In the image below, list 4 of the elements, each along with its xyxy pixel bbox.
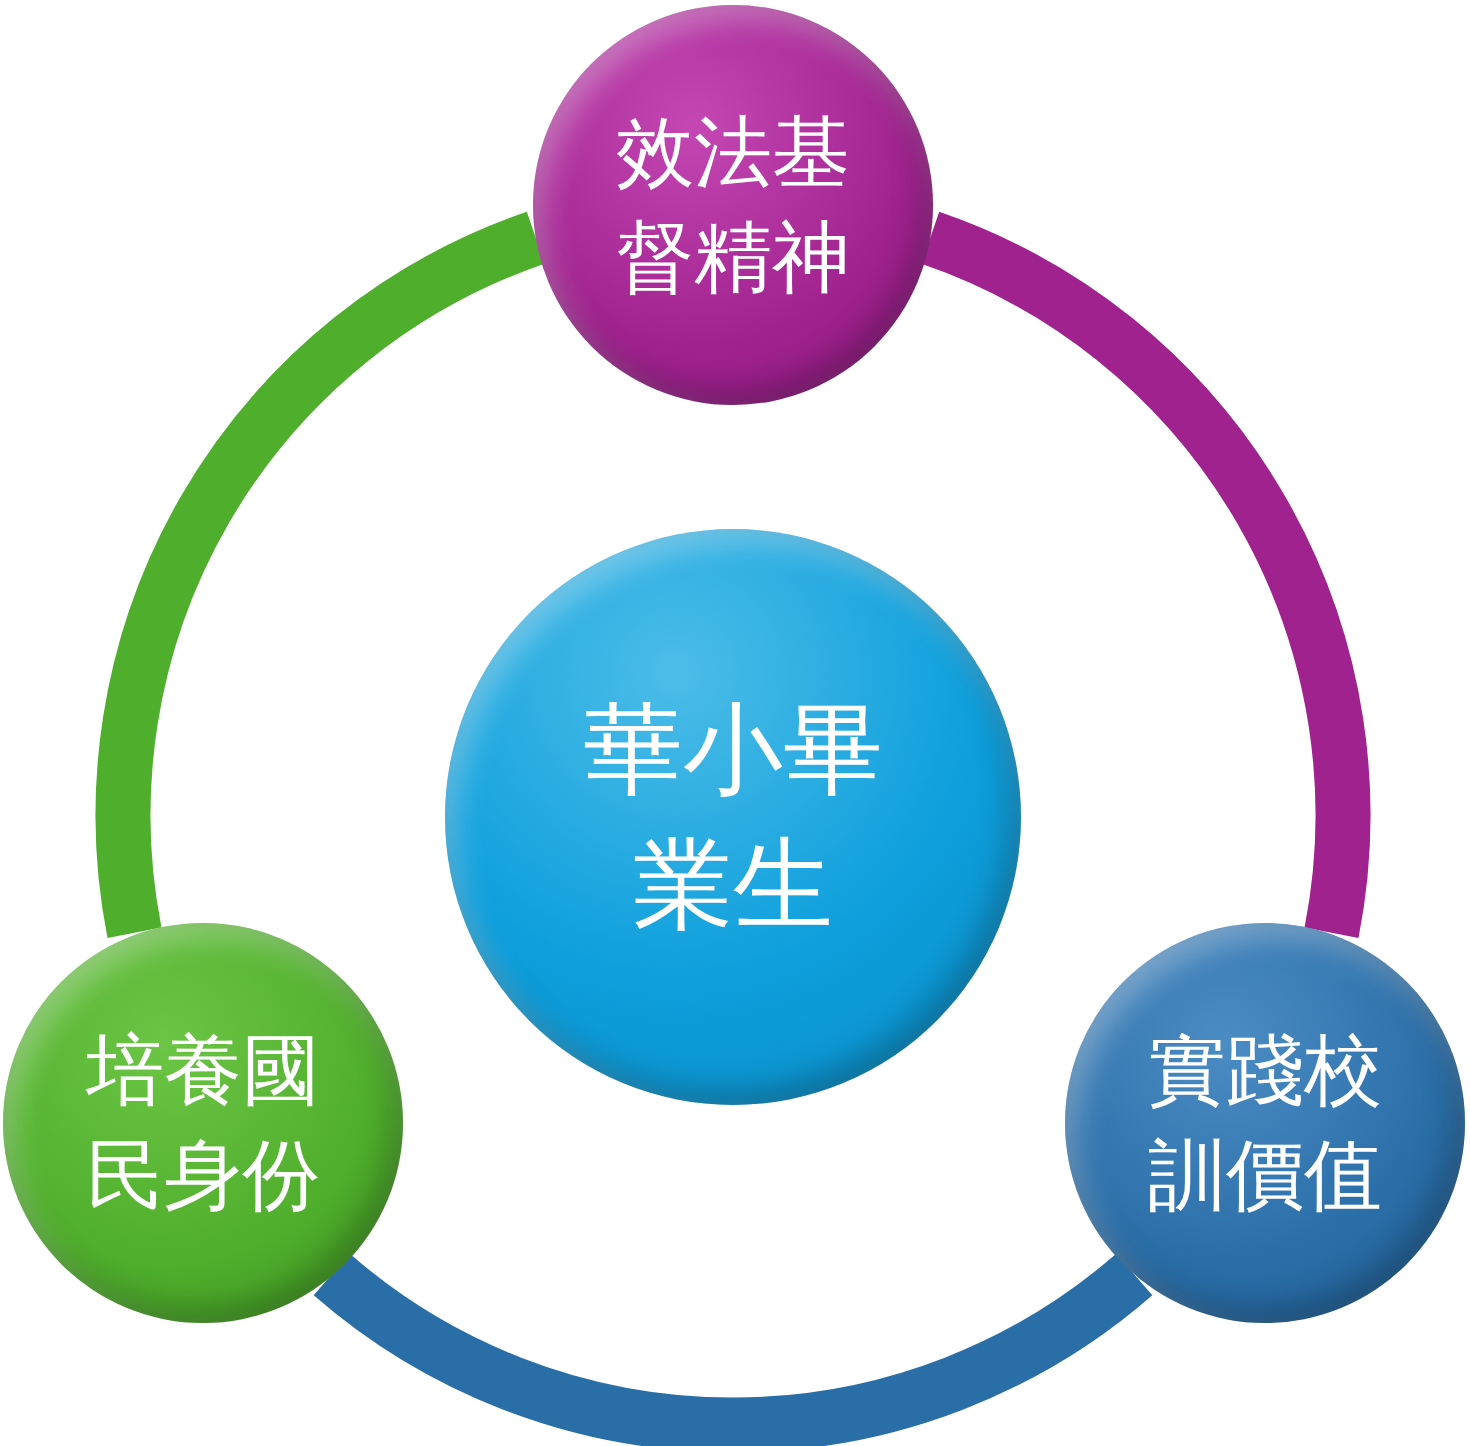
node-label: 實踐校訓價值 (1147, 1023, 1383, 1222)
node-label: 效法基督精神 (615, 105, 851, 304)
node-label: 培養國民身份 (84, 1023, 321, 1222)
node-label: 華小畢業生 (582, 690, 884, 945)
